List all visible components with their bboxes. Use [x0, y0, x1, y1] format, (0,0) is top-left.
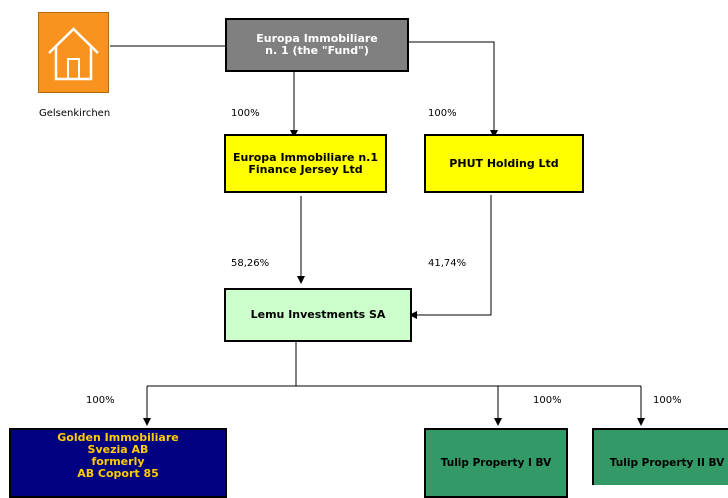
property-house-icon — [38, 12, 109, 93]
lemu-node: Lemu Investments SA — [224, 288, 412, 342]
phut-node: PHUT Holding Ltd — [424, 134, 584, 193]
jersey-name-line2: Finance Jersey Ltd — [248, 162, 363, 176]
fund-name-line2: n. 1 (the "Fund") — [265, 44, 369, 57]
golden-name-line1: Golden Immobiliare — [57, 431, 179, 444]
connector-lines — [110, 41, 645, 426]
golden-name-line3: formerly — [91, 455, 145, 468]
property-location: Gelsenkirchen — [39, 108, 111, 119]
tulip2-node: Tulip Property II BV — [592, 428, 728, 485]
jersey-name-line1: Europa Immobiliare n.1 — [232, 150, 378, 164]
pct-phut-lemu: 41,74% — [428, 258, 467, 269]
fund-node: Europa Immobiliare n. 1 (the "Fund") — [225, 18, 409, 72]
house-icon — [48, 27, 99, 81]
tulip2-name: Tulip Property II BV — [609, 457, 725, 469]
golden-name-line2: Svezia AB — [87, 443, 149, 456]
pct-fund-jersey: 100% — [231, 108, 260, 119]
pct-lemu-tulip1: 100% — [533, 395, 562, 406]
phut-name: PHUT Holding Ltd — [449, 156, 559, 170]
fund-phut-arrow — [409, 41, 498, 138]
pct-lemu-golden: 100% — [86, 395, 115, 406]
pct-fund-phut: 100% — [428, 108, 457, 119]
pct-jersey-lemu: 58,26% — [231, 258, 270, 269]
golden-name-line4: AB Coport 85 — [77, 467, 159, 480]
tulip1-name: Tulip Property I BV — [440, 457, 552, 469]
tulip2-clip: Tulip Property II BV — [592, 428, 728, 485]
fund-name-line1: Europa Immobiliare — [256, 32, 378, 45]
pct-lemu-tulip2: 100% — [653, 395, 682, 406]
phut-lemu-arrow — [409, 195, 492, 319]
tulip1-node: Tulip Property I BV — [424, 428, 568, 498]
lemu-name: Lemu Investments SA — [250, 308, 386, 321]
jersey-node: Europa Immobiliare n.1 Finance Jersey Lt… — [224, 134, 387, 193]
golden-node: Golden Immobiliare Svezia AB formerly AB… — [9, 428, 227, 498]
